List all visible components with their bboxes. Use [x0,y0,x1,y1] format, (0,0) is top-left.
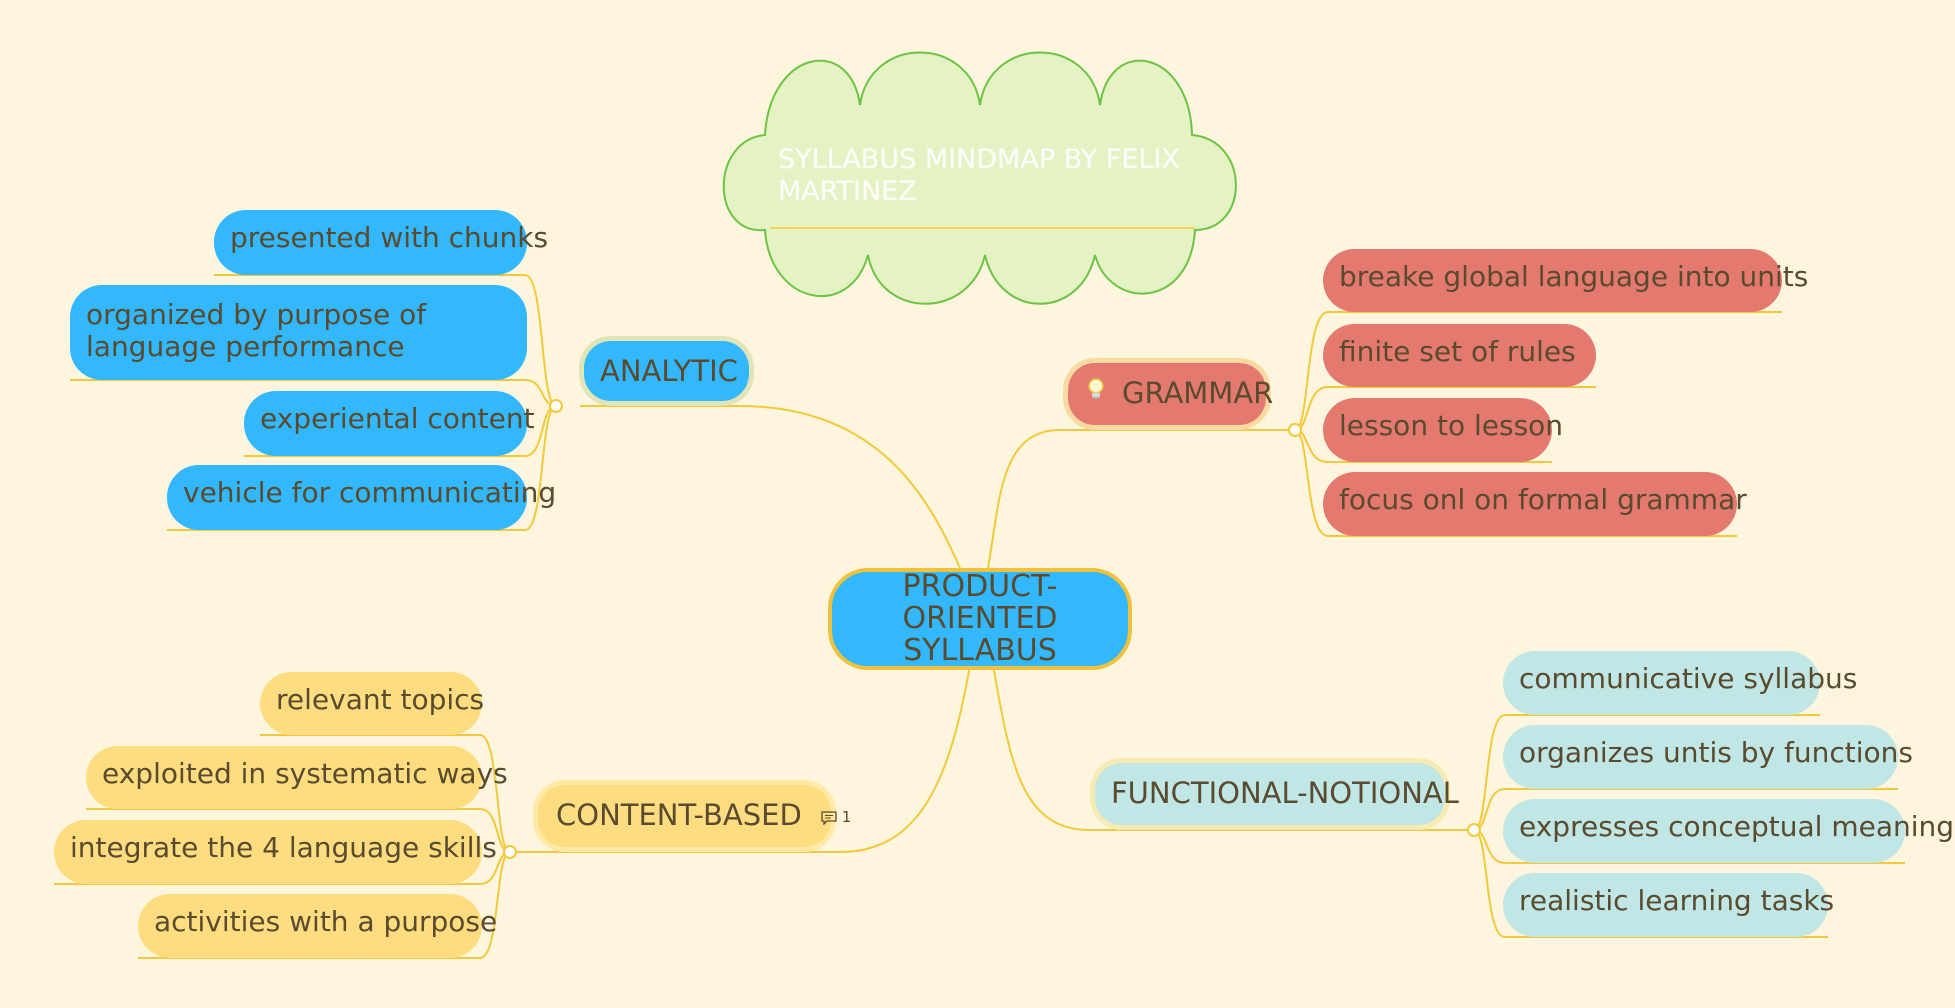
branch-analytic[interactable]: ANALYTIC [579,336,754,406]
lightbulb-icon [1088,378,1104,399]
grammar-item-label: focus onl on formal grammar [1339,483,1747,516]
branch-functional-notional-label: FUNCTIONAL-NOTIONAL [1111,776,1459,810]
content-based-item[interactable]: exploited in systematic ways [86,746,508,809]
comment-icon [821,810,837,826]
comment-count: 1 [841,808,852,826]
content-based-item-label: exploited in systematic ways [102,757,508,790]
map-title[interactable]: SYLLABUS MINDMAP BY FELIX MARTINEZ [778,144,1180,207]
grammar-item-label: lesson to lesson [1339,409,1564,442]
functional-item-label: communicative syllabus [1519,662,1858,695]
analytic-collapse-handle [549,399,563,413]
analytic-item-label: experiental content [260,402,535,435]
grammar-item[interactable]: lesson to lesson [1323,398,1563,462]
analytic-item-label: vehicle for communicating [183,476,557,509]
grammar-item[interactable]: focus onl on formal grammar [1323,472,1747,536]
functional-item[interactable]: realistic learning tasks [1503,873,1834,937]
analytic-item[interactable]: organized by purpose of language perform… [70,285,527,380]
comment-count-badge[interactable]: 1 [821,801,851,833]
functional-item-label: realistic learning tasks [1519,884,1835,917]
analytic-item-label: presented with chunks [230,221,549,254]
analytic-item[interactable]: experiental content [244,391,535,456]
grammar-item-label: finite set of rules [1339,335,1576,368]
functional-collapse-handle [1467,823,1481,837]
grammar-item[interactable]: finite set of rules [1323,324,1596,387]
analytic-item-label: organized by purpose of language perform… [86,298,427,363]
functional-item[interactable]: expresses conceptual meaning [1503,799,1954,863]
functional-item[interactable]: organizes untis by functions [1503,725,1913,789]
branch-grammar[interactable]: GRAMMAR [1063,358,1274,430]
functional-item[interactable]: communicative syllabus [1503,651,1857,715]
branch-analytic-label: ANALYTIC [600,354,738,388]
branch-content-based[interactable]: CONTENT-BASED 1 [533,780,851,852]
grammar-item[interactable]: breake global language into units [1323,249,1808,312]
grammar-item-label: breake global language into units [1339,260,1809,293]
branch-content-based-label: CONTENT-BASED [556,798,802,832]
content-based-collapse-handle [503,845,517,859]
grammar-collapse-handle [1288,423,1302,437]
content-based-item-label: relevant topics [276,683,485,716]
functional-item-label: expresses conceptual meaning [1519,810,1955,843]
functional-item-label: organizes untis by functions [1519,736,1913,769]
analytic-item[interactable]: vehicle for communicating [167,465,556,530]
content-based-item-label: integrate the 4 language skills [70,831,497,864]
analytic-item[interactable]: presented with chunks [214,210,548,275]
central-topic[interactable]: PRODUCT-ORIENTED SYLLABUS [828,568,1132,670]
central-topic-label: PRODUCT-ORIENTED SYLLABUS [902,569,1058,668]
content-based-item-label: activities with a purpose [154,905,498,938]
content-based-item[interactable]: integrate the 4 language skills [54,820,497,884]
branch-grammar-label: GRAMMAR [1122,376,1274,410]
branch-functional-notional[interactable]: FUNCTIONAL-NOTIONAL [1090,758,1459,830]
content-based-item[interactable]: relevant topics [260,672,485,735]
content-based-item[interactable]: activities with a purpose [138,894,497,958]
